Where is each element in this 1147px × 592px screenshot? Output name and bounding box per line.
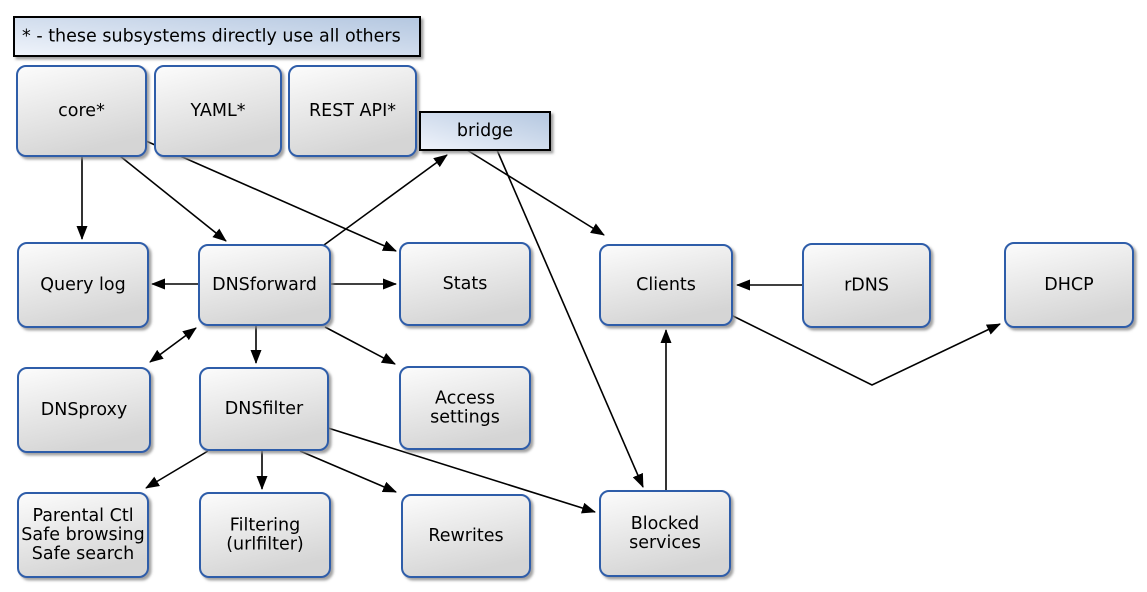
node-yaml: YAML* — [154, 65, 282, 157]
node-label-yaml: YAML* — [190, 101, 246, 121]
edge-bridge-to-clients — [466, 149, 605, 236]
edge-dnsforward-to-bridge — [323, 154, 448, 246]
node-box-rdns — [802, 243, 931, 328]
node-label-parental: Parental Ctl — [32, 506, 133, 526]
node-box-stats — [399, 242, 531, 326]
node-clients: Clients — [599, 244, 733, 326]
node-box-yaml — [154, 65, 282, 157]
node-box-legend — [13, 16, 421, 57]
node-querylog: Query log — [17, 242, 149, 328]
node-label-filtering: (urlfilter) — [226, 535, 304, 555]
node-label-bridge: bridge — [457, 121, 513, 141]
node-label-legend: * - these subsystems directly use all ot… — [22, 27, 401, 47]
node-label-core: core* — [58, 101, 105, 121]
node-dnsfilter: DNSfilter — [199, 367, 329, 451]
edge-dnsfilter-to-rewrites — [299, 450, 397, 493]
node-label-dnsproxy: DNSproxy — [41, 400, 127, 420]
node-bridge: bridge — [419, 111, 551, 151]
node-label-stats: Stats — [443, 274, 488, 294]
node-dnsproxy: DNSproxy — [17, 367, 151, 453]
edge-dnsproxy-to-dnsforward — [149, 327, 197, 363]
node-label-blocked: services — [629, 533, 701, 553]
node-label-rewrites: Rewrites — [428, 526, 503, 546]
node-dnsforward: DNSforward — [198, 244, 331, 326]
node-box-dhcp — [1004, 242, 1134, 328]
node-label-filtering: Filtering — [230, 516, 300, 536]
node-box-dnsproxy — [17, 367, 151, 453]
edge-dnsfilter-to-blocked — [327, 427, 596, 514]
node-label-dhcp: DHCP — [1044, 275, 1093, 295]
node-legend: * - these subsystems directly use all ot… — [13, 16, 421, 57]
edge-core-to-stats — [145, 140, 397, 252]
nodes-layer: * - these subsystems directly use all ot… — [13, 16, 1134, 578]
node-box-clients — [599, 244, 733, 326]
edges-layer — [76, 140, 1001, 514]
edge-bridge-to-blocked — [496, 149, 644, 488]
node-label-querylog: Query log — [40, 275, 125, 295]
node-label-blocked: Blocked — [631, 514, 700, 534]
node-label-rdns: rDNS — [844, 276, 889, 296]
node-label-access: settings — [430, 408, 500, 428]
node-box-bridge — [419, 111, 551, 151]
node-label-parental: Safe browsing — [21, 525, 144, 545]
edge-dnsfilter-to-parental — [145, 450, 209, 489]
node-box-access — [399, 366, 531, 450]
edge-dnsforward-to-access — [324, 326, 396, 365]
node-box-rewrites — [401, 494, 531, 578]
node-label-dnsfilter: DNSfilter — [225, 399, 304, 419]
node-dhcp: DHCP — [1004, 242, 1134, 328]
edge-clients-to-dhcp — [730, 314, 1001, 386]
node-label-access: Access — [435, 389, 495, 409]
node-label-restapi: REST API* — [309, 101, 396, 121]
node-restapi: REST API* — [288, 65, 417, 157]
node-rdns: rDNS — [802, 243, 931, 328]
node-label-parental: Safe search — [32, 544, 134, 564]
edge-core-to-dnsforward — [119, 155, 227, 242]
node-box-blocked — [599, 490, 731, 577]
node-box-parental — [17, 492, 149, 578]
node-stats: Stats — [399, 242, 531, 326]
node-box-dnsfilter — [199, 367, 329, 451]
node-box-filtering — [199, 492, 331, 578]
node-label-clients: Clients — [636, 275, 696, 295]
node-box-dnsforward — [198, 244, 331, 326]
node-core: core* — [16, 65, 147, 157]
node-box-querylog — [17, 242, 149, 328]
node-box-core — [16, 65, 147, 157]
node-box-restapi — [288, 65, 417, 157]
node-filtering: Filtering(urlfilter) — [199, 492, 331, 578]
node-rewrites: Rewrites — [401, 494, 531, 578]
node-label-dnsforward: DNSforward — [212, 275, 317, 295]
